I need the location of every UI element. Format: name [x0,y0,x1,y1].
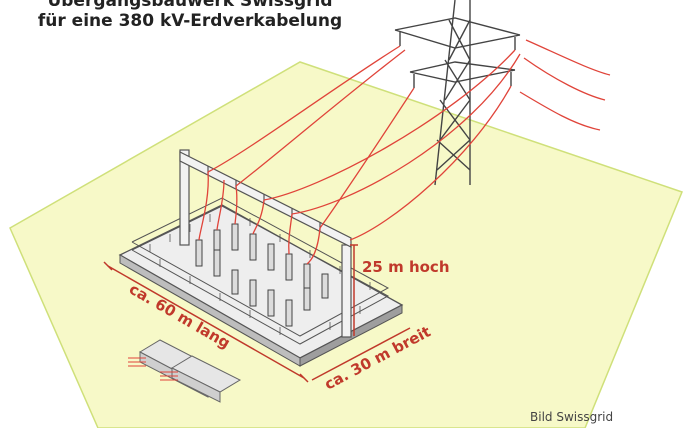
transmission-pylon [394,0,521,186]
image-credit: Bild Swissgrid [530,410,614,424]
cable-ducts [128,339,242,403]
platform [118,197,404,367]
equipment-insulators [195,223,329,327]
dimension-lines [103,244,411,383]
height-label: 25 m hoch [362,258,450,276]
diagram-title-line1: Übergangsbauwerk Swissgrid [47,0,333,11]
diagram-title-line2: für eine 380 kV-Erdverkabelung [37,11,343,31]
overhead-lines [198,39,611,265]
